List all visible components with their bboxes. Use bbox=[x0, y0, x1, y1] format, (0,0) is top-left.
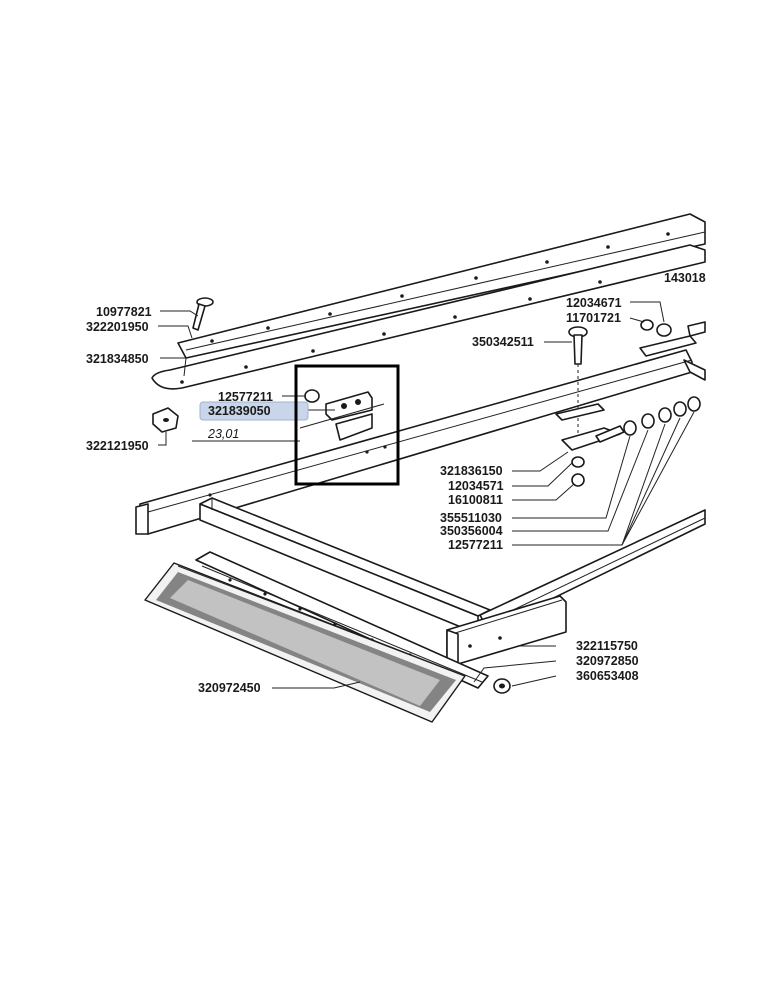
label-321839050[interactable]: 321839050 bbox=[208, 404, 271, 418]
label-12034571[interactable]: 12034571 bbox=[448, 479, 504, 493]
label-355511030[interactable]: 355511030 bbox=[440, 511, 502, 525]
label-321836150[interactable]: 321836150 bbox=[440, 464, 503, 478]
label-143018[interactable]: 143018 bbox=[664, 271, 706, 285]
label-350342511[interactable]: 350342511 bbox=[472, 335, 534, 349]
lower-brush-seal bbox=[144, 562, 466, 723]
label-321834850[interactable]: 321834850 bbox=[86, 352, 149, 366]
bolt-10977821 bbox=[192, 297, 214, 331]
curved-wiper-strip bbox=[151, 244, 706, 390]
corner-bracket bbox=[446, 595, 567, 665]
top-right-fittings bbox=[639, 319, 706, 357]
bolt-350342511 bbox=[568, 326, 588, 436]
clip-322121950 bbox=[152, 407, 179, 433]
label-350356004[interactable]: 350356004 bbox=[440, 524, 503, 538]
label-12577211-bot[interactable]: 12577211 bbox=[448, 538, 503, 552]
label-320972850[interactable]: 320972850 bbox=[576, 654, 639, 668]
label-11701721[interactable]: 11701721 bbox=[566, 311, 621, 325]
label-360653408[interactable]: 360653408 bbox=[576, 669, 639, 683]
label-12034671[interactable]: 12034671 bbox=[566, 296, 622, 310]
label-322201950[interactable]: 322201950 bbox=[86, 320, 149, 334]
label-10977821[interactable]: 10977821 bbox=[96, 305, 152, 319]
label-322121950[interactable]: 322121950 bbox=[86, 439, 149, 453]
part-labels: 10977821 322201950 321834850 12577211 32… bbox=[86, 271, 706, 695]
washer-stack bbox=[623, 396, 701, 436]
hinge-plate bbox=[555, 403, 625, 487]
label-12577211-top[interactable]: 12577211 bbox=[218, 390, 273, 404]
upper-rail-strip bbox=[177, 213, 706, 359]
label-23-01: 23,01 bbox=[207, 427, 239, 441]
label-322115750[interactable]: 322115750 bbox=[576, 639, 638, 653]
leader-lines bbox=[158, 301, 695, 689]
nut-part bbox=[493, 678, 511, 694]
selection-box[interactable] bbox=[294, 364, 400, 486]
label-16100811[interactable]: 16100811 bbox=[448, 493, 503, 507]
latch-bracket-assembly bbox=[299, 389, 385, 441]
selected-part-highlight bbox=[199, 401, 309, 421]
rail-holes bbox=[210, 232, 670, 343]
label-320972450[interactable]: 320972450 bbox=[198, 681, 261, 695]
